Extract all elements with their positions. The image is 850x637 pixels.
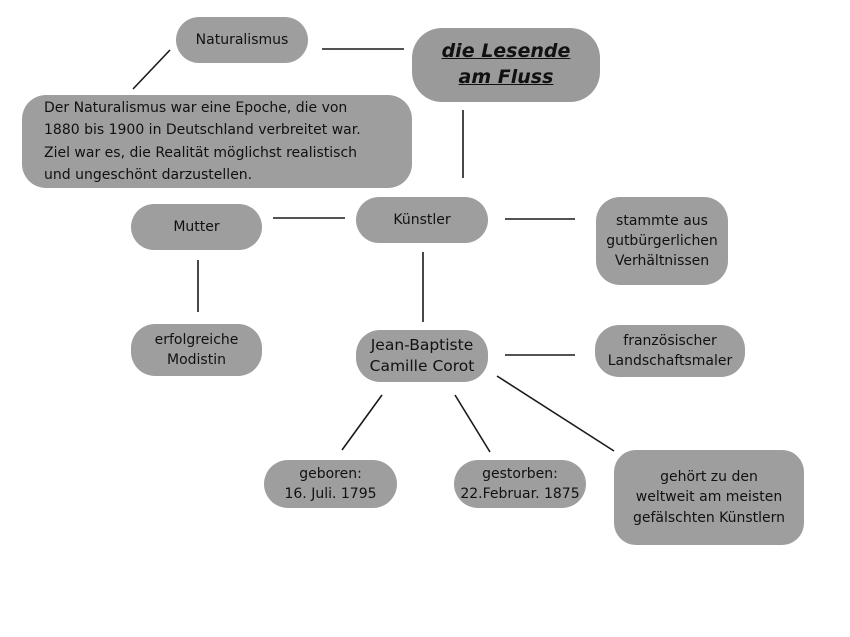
herkunft-node: stammte aus gutbürgerlichen Verhältnisse… [596,197,728,285]
faelschungen-node: gehört zu den weltweit am meisten gefäls… [614,450,804,545]
link-naturalismus-text [132,49,171,90]
link-name-geboren [341,394,383,451]
link-name-gestorben [454,394,491,453]
link-name-faelschungen [496,375,615,452]
naturalismus-node: Naturalismus [176,17,308,63]
modistin-node: erfolgreiche Modistin [131,324,262,376]
gestorben-node: gestorben: 22.Februar. 1875 [454,460,586,508]
kuenstler-node: Künstler [356,197,488,243]
geboren-node: geboren: 16. Juli. 1795 [264,460,397,508]
title-node: die Lesende am Fluss [412,28,600,102]
name-node: Jean-Baptiste Camille Corot [356,330,488,382]
mutter-node: Mutter [131,204,262,250]
naturalismus-description-node: Der Naturalismus war eine Epoche, die vo… [22,95,412,188]
beruf-node: französischer Landschaftsmaler [595,325,745,377]
